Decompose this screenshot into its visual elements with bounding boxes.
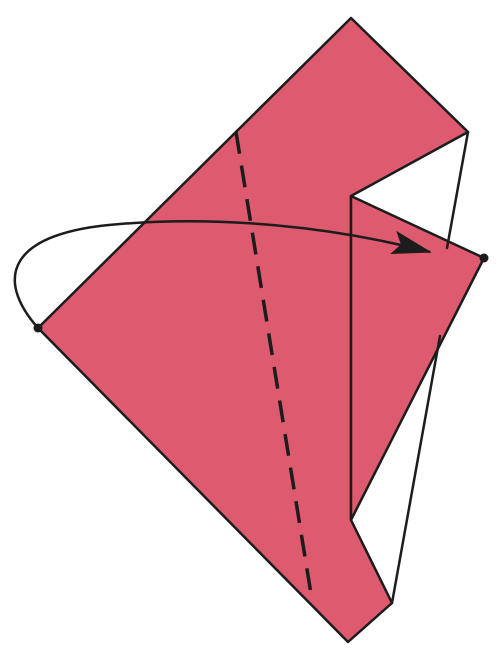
valley-fold-line [234,131,314,601]
left-corner-dot [33,323,43,333]
paper-main-body [36,16,470,644]
paper-front-flap [349,194,486,522]
back-edge-lines [390,130,470,605]
right-corner-dot [479,253,489,263]
fold-direction-arrow [13,220,432,329]
